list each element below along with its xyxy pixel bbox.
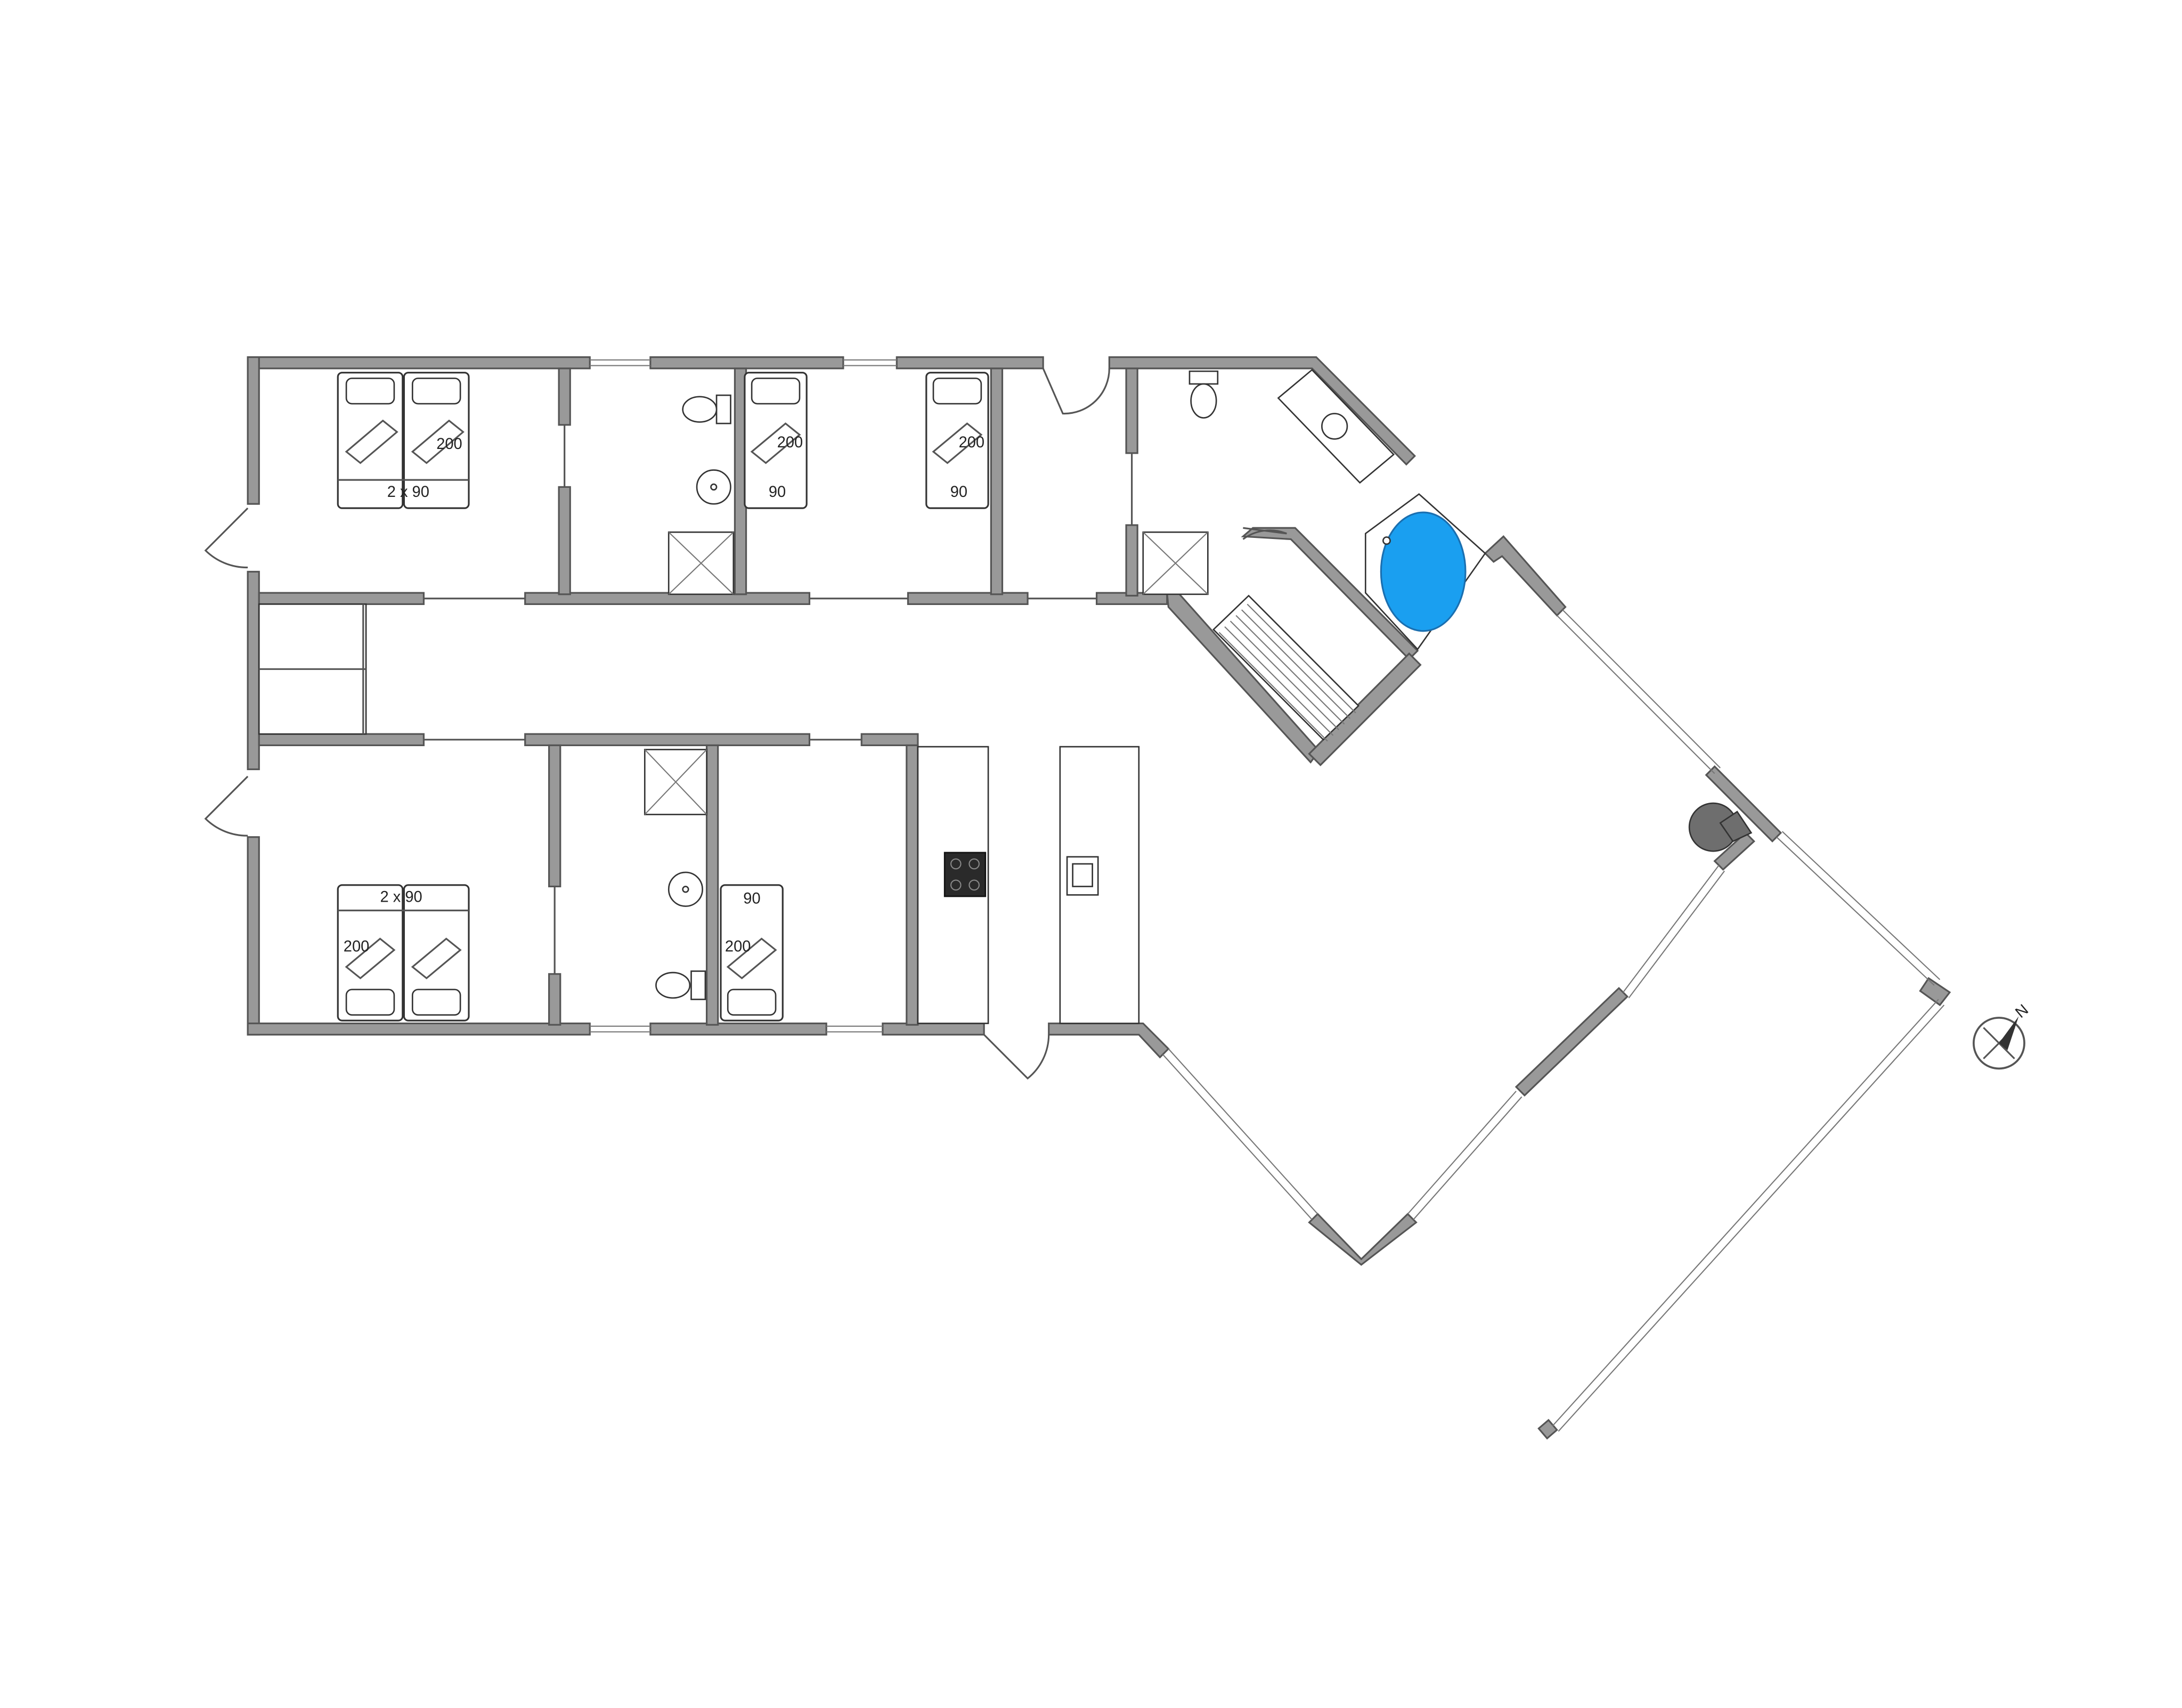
toilet-north <box>682 394 731 424</box>
bed-double-nw <box>337 372 470 509</box>
bed5-length-label: 200 <box>725 938 751 955</box>
sink-south <box>667 871 703 907</box>
bed-single-north-2 <box>744 372 808 509</box>
shower-south <box>644 749 707 815</box>
walls <box>247 356 1951 1440</box>
shower-ne <box>1142 531 1209 595</box>
bed1-length-label: 200 <box>436 436 462 453</box>
compass-north-label: N <box>2012 1001 2032 1021</box>
bed3-length-label: 200 <box>959 434 985 451</box>
bed2-width-label: 90 <box>769 484 786 501</box>
hot-tub <box>1364 493 1486 651</box>
bed2-length-label: 200 <box>777 434 803 451</box>
bed-double-sw <box>337 884 470 1021</box>
bed4-length-label: 200 <box>344 938 370 955</box>
bed1-width-label: 2 x 90 <box>387 484 429 501</box>
doors <box>204 368 1287 1080</box>
north-compass <box>1973 1016 2025 1070</box>
toilet-south <box>655 970 706 1000</box>
bed4-width-label: 2 x 90 <box>380 889 422 906</box>
kitchen-counter-west <box>917 746 989 1024</box>
counter-sink-ne <box>1277 369 1395 484</box>
bed-single-south <box>720 884 784 1021</box>
windows <box>590 359 1945 1432</box>
shower-north <box>667 531 735 595</box>
bed5-width-label: 90 <box>743 890 760 907</box>
wardrobe <box>258 603 367 735</box>
sauna-bench <box>1212 594 1359 742</box>
sink-north <box>696 469 731 505</box>
bed-single-north-3 <box>925 372 989 509</box>
bed3-width-label: 90 <box>950 484 967 501</box>
wood-stove <box>1688 802 1753 852</box>
kitchen-island <box>1059 746 1140 1024</box>
toilet-ne <box>1188 370 1219 419</box>
